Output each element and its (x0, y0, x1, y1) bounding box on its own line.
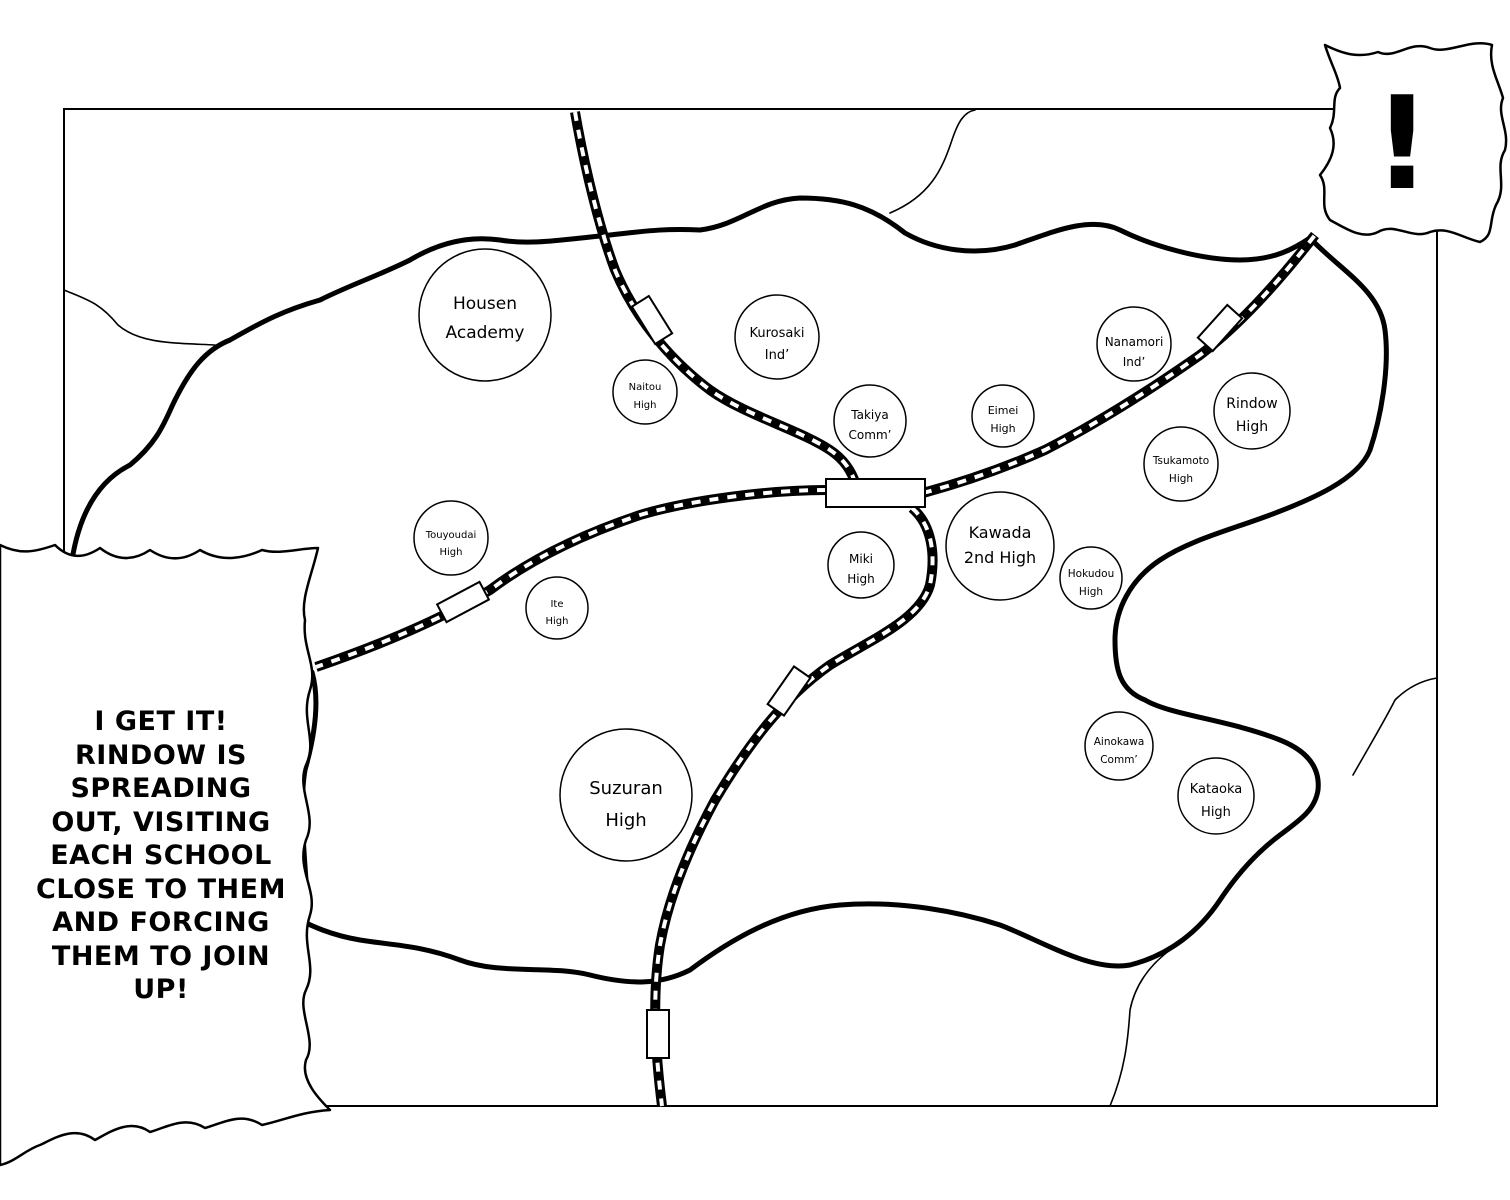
svg-text:Touyoudai: Touyoudai (425, 530, 477, 541)
svg-text:Ainokawa: Ainokawa (1094, 736, 1145, 748)
station (435, 580, 491, 624)
station (1196, 303, 1244, 353)
school-nanamori-ind: Nanamori Ind’ (1096, 306, 1172, 382)
svg-text:Comm’: Comm’ (1100, 754, 1138, 766)
svg-text:Ite: Ite (550, 599, 563, 610)
school-naitou-high: Naitou High (612, 359, 678, 425)
svg-text:Ind’: Ind’ (1123, 355, 1146, 369)
school-suzuran-high: Suzuran High (559, 728, 693, 862)
svg-text:High: High (1236, 419, 1268, 435)
svg-text:Takiya: Takiya (850, 408, 888, 422)
railway-line-north-dash (573, 111, 858, 486)
svg-text:Comm’: Comm’ (849, 428, 892, 442)
svg-text:Academy: Academy (446, 323, 525, 343)
contour-line (1352, 677, 1438, 776)
contour-line (1109, 949, 1171, 1107)
school-tsukamoto-high: Tsukamoto High (1143, 426, 1219, 502)
station (630, 294, 674, 346)
svg-text:Eimei: Eimei (988, 404, 1019, 417)
svg-text:High: High (605, 810, 646, 831)
railway-line-south-dash (653, 506, 935, 1107)
svg-text:Naitou: Naitou (629, 382, 662, 393)
svg-text:Suzuran: Suzuran (589, 778, 663, 799)
svg-text:2nd High: 2nd High (964, 548, 1036, 567)
school-rindow-high: Rindow High (1213, 372, 1291, 450)
svg-text:High: High (1079, 586, 1103, 598)
svg-text:Housen: Housen (453, 294, 517, 314)
speech-bubble-text: I GET IT! RINDOW IS SPREADING OUT, VISIT… (36, 706, 286, 1005)
svg-text:Hokudou: Hokudou (1068, 568, 1114, 580)
region-boundary (297, 235, 1389, 985)
school-takiya-comm: Takiya Comm’ (833, 384, 907, 458)
svg-text:Kataoka: Kataoka (1190, 782, 1243, 797)
central-station (825, 478, 926, 508)
exclamation-mark: ! (1372, 70, 1432, 219)
svg-text:Rindow: Rindow (1226, 396, 1277, 412)
school-touyoudai-high: Touyoudai High (413, 500, 489, 576)
svg-text:High: High (990, 422, 1015, 435)
contour-line (63, 289, 216, 346)
school-kurosaki-ind: Kurosaki Ind’ (734, 294, 820, 380)
svg-text:Kawada: Kawada (969, 523, 1032, 542)
svg-text:Miki: Miki (849, 552, 873, 566)
region-boundary (69, 195, 1313, 563)
school-kawada-2nd-high: Kawada 2nd High (945, 491, 1055, 601)
school-eimei-high: Eimei High (971, 384, 1035, 448)
svg-text:High: High (1169, 473, 1193, 485)
school-hokudou-high: Hokudou High (1059, 546, 1123, 610)
svg-text:High: High (1201, 805, 1231, 820)
svg-text:High: High (847, 572, 875, 586)
school-ainokawa-comm: Ainokawa Comm’ (1084, 711, 1154, 781)
contour-line (889, 109, 976, 214)
railway-line-west-dash (315, 488, 827, 669)
exclamation-burst (1318, 42, 1508, 244)
school-ite-high: Ite High (525, 576, 589, 640)
station (766, 665, 812, 717)
svg-text:Ind’: Ind’ (765, 348, 789, 363)
svg-text:Kurosaki: Kurosaki (749, 326, 804, 341)
station (646, 1009, 670, 1059)
school-housen-academy: Housen Academy (418, 248, 552, 382)
railway-line-northeast (921, 231, 1319, 498)
school-miki-high: Miki High (827, 531, 895, 599)
svg-text:Tsukamoto: Tsukamoto (1152, 455, 1209, 467)
svg-text:Nanamori: Nanamori (1105, 335, 1164, 349)
svg-text:High: High (634, 400, 657, 411)
svg-text:High: High (440, 547, 463, 558)
school-kataoka-high: Kataoka High (1177, 757, 1255, 835)
svg-text:High: High (546, 616, 569, 627)
speech-bubble (0, 543, 332, 1167)
